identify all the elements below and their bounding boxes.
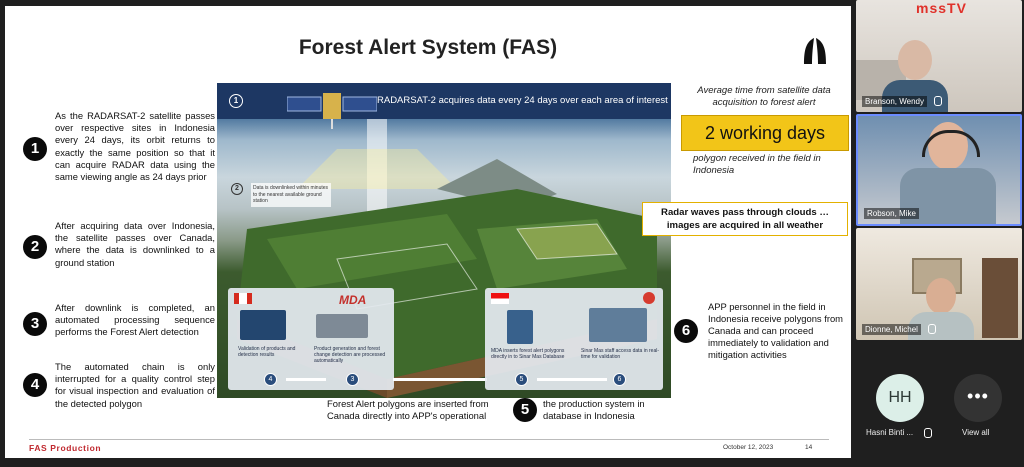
step-1-number: 1 (23, 137, 47, 161)
more-dots-icon: ••• (967, 386, 989, 406)
view-all-button[interactable]: ••• View all (940, 342, 1020, 462)
mic-muted-icon (934, 96, 942, 106)
flow-number-6: 6 (613, 373, 626, 386)
step-5-right-text: the production system in database in Ind… (543, 398, 645, 421)
product-generation-caption: Product generation and forest change det… (314, 346, 386, 365)
step-1-text: As the RADARSAT-2 satellite passes over … (55, 110, 215, 183)
slide-title: Forest Alert System (FAS) (298, 36, 558, 59)
avatar-initials: HH (888, 389, 912, 406)
participant-name: Branson, Wendy (862, 96, 927, 107)
step-4-text: The automated chain is only interrupted … (55, 361, 215, 409)
participant-tile-branson[interactable]: mssTV Branson, Wendy (856, 0, 1022, 112)
step-5-left-text: Forest Alert polygons are inserted from … (327, 398, 489, 421)
participant-name: Robson, Mike (864, 208, 919, 219)
presentation-slide: Forest Alert System (FAS) 1 As the RADAR… (5, 6, 851, 458)
step-2-number: 2 (23, 235, 47, 259)
banner-step-number: 1 (229, 94, 243, 108)
flow-number-3: 3 (346, 373, 359, 386)
canada-processing-panel: Validation of products and detection res… (228, 288, 394, 390)
radar-note-line-2: images are acquired in all weather (666, 220, 824, 231)
flow-number-4: 4 (264, 373, 277, 386)
participant-hasni[interactable]: HH Hasni Binti ... (856, 342, 936, 462)
sinar-mas-logo-icon (643, 292, 655, 304)
participant-tile-robson[interactable]: Robson, Mike (856, 114, 1022, 226)
indonesia-panel: MDA inserts forest alert polygons direct… (485, 288, 663, 390)
banner-text: RADARSAT-2 acquires data every 24 days o… (377, 95, 668, 106)
more-icon-circle (954, 374, 1002, 422)
canada-flag-icon (234, 293, 252, 304)
overflow-panel: HH Hasni Binti ... ••• View all (856, 342, 1022, 462)
mic-muted-icon (924, 428, 932, 438)
flow-arrow-5-to-6 (537, 378, 607, 381)
flow-arrow-3-to-5 (393, 378, 487, 381)
polygon-received-text: polygon received in the field in Indones… (693, 153, 821, 176)
step-4-number: 4 (23, 373, 47, 397)
server-rack-icon (316, 314, 368, 338)
participant-name: Hasni Binti ... (866, 428, 914, 437)
step-3-text: After downlink is completed, an automate… (55, 302, 215, 338)
background-sign-text: mssTV (916, 0, 967, 16)
participant-head (926, 278, 956, 314)
mda-logo: MDA (339, 293, 367, 307)
downlink-note: Data is downlinked within minutes to the… (251, 183, 331, 207)
radar-note-line-1: Radar waves pass through clouds … (661, 207, 829, 218)
step-2-text: After acquiring data over Indonesia, the… (55, 220, 215, 268)
participant-head (898, 40, 932, 80)
mic-muted-icon (928, 324, 936, 334)
slide-date: October 12, 2023 (723, 444, 774, 451)
avatar (876, 374, 924, 422)
participant-name: Dionne, Michel (862, 324, 921, 335)
mda-inserts-caption: MDA inserts forest alert polygons direct… (491, 348, 565, 361)
footer-label: FAS Production (29, 443, 102, 453)
bookshelf (982, 258, 1018, 338)
flow-arrow-bidirectional (286, 378, 326, 381)
slide-page-number: 14 (805, 444, 813, 451)
validation-caption: Validation of products and detection res… (238, 346, 296, 359)
step-3-number: 3 (23, 312, 47, 336)
sinar-mas-staff-caption: Sinar Mas staff access data in real-time… (581, 348, 659, 361)
working-days-highlight: 2 working days (681, 115, 849, 151)
average-time-text: Average time from satellite data acquisi… (697, 85, 831, 108)
step-5-number: 5 (513, 398, 537, 422)
step-6-number: 6 (674, 319, 698, 343)
database-icon (507, 310, 533, 344)
flow-number-5: 5 (515, 373, 528, 386)
satellite-icon (287, 93, 377, 129)
participant-tile-dionne[interactable]: Dionne, Michel (856, 228, 1022, 340)
wall-picture (912, 258, 962, 294)
note-step-number: 2 (231, 183, 243, 195)
view-all-label: View all (962, 428, 990, 437)
step-6-text: APP personnel in the field in Indonesia … (708, 301, 843, 360)
operator-workstation-icon (240, 310, 286, 340)
field-staff-icon (589, 308, 647, 342)
logo-icon (804, 38, 826, 64)
satellite-illustration: 1 RADARSAT-2 acquires data every 24 days… (217, 83, 671, 398)
indonesia-flag-icon (491, 293, 509, 304)
radar-note-box: Radar waves pass through clouds … images… (642, 202, 848, 236)
footer-divider (29, 439, 829, 440)
